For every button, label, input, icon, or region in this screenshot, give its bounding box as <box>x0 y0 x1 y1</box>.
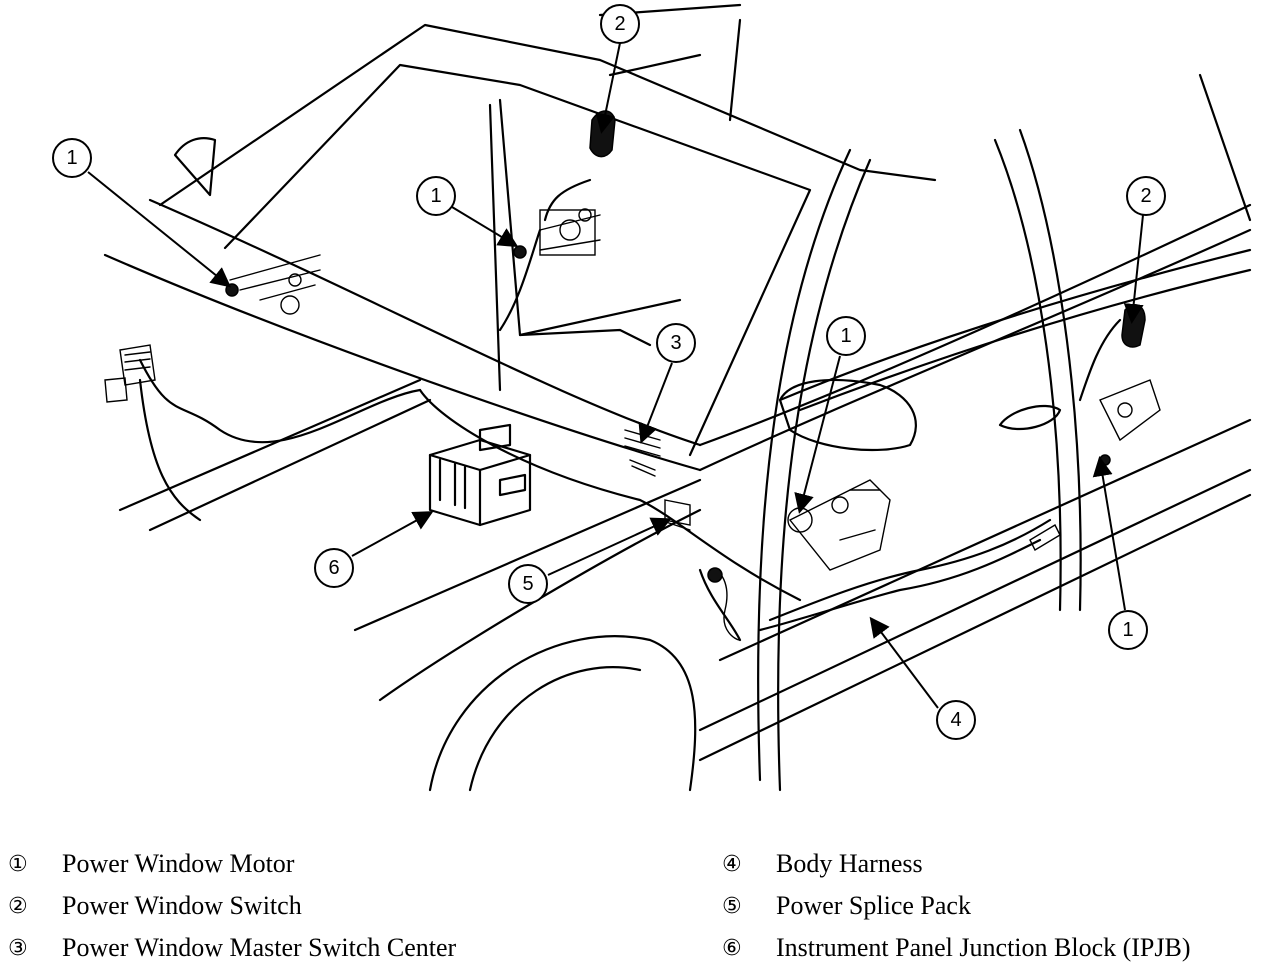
legend-number: ① <box>8 851 28 877</box>
component-splice-pack <box>659 499 691 531</box>
legend-item: ① Power Window Motor <box>0 844 294 884</box>
callout-switch-rear: 2 <box>1126 176 1166 216</box>
callout-body-harness: 4 <box>936 700 976 740</box>
svg-text:1: 1 <box>66 147 77 169</box>
svg-text:4: 4 <box>950 709 961 731</box>
wiring-harness <box>138 178 1122 642</box>
callout-motor-driver-door: 1 <box>826 316 866 356</box>
legend-number: ③ <box>8 935 28 961</box>
callout-power-splice-pack: 5 <box>508 564 548 604</box>
callout-motor-front-left: 1 <box>52 138 92 178</box>
legend-item: ⑥ Instrument Panel Junction Block (IPJB) <box>714 928 1191 968</box>
leader-lines <box>87 42 1144 709</box>
component-body-harness-connector <box>707 524 1061 641</box>
svg-text:2: 2 <box>1140 185 1151 207</box>
svg-text:2: 2 <box>614 13 625 35</box>
legend: ① Power Window Motor ② Power Window Swit… <box>0 838 1264 970</box>
svg-text:1: 1 <box>840 325 851 347</box>
legend-number: ② <box>8 893 28 919</box>
legend-number: ④ <box>722 851 742 877</box>
rear-door-window-motor <box>1099 379 1161 466</box>
legend-label: Power Window Master Switch Center <box>62 933 457 962</box>
component-harness-connector-left <box>104 344 156 403</box>
component-window-switches <box>513 110 1146 348</box>
svg-text:3: 3 <box>670 332 681 354</box>
legend-label: Power Splice Pack <box>776 891 971 920</box>
driver-door-window-motor <box>787 479 891 571</box>
legend-label: Instrument Panel Junction Block (IPJB) <box>776 933 1191 962</box>
callout-motor-front-right: 1 <box>416 176 456 216</box>
callout-master-switch-center: 3 <box>656 323 696 363</box>
legend-number: ⑤ <box>722 893 742 919</box>
legend-label: Body Harness <box>776 849 923 878</box>
svg-text:5: 5 <box>522 573 533 595</box>
callout-motor-rear-door: 1 <box>1108 610 1148 650</box>
vehicle-wiring-diagram: 1 1 1 1 2 2 3 4 5 6 <box>52 3 1252 792</box>
svg-text:1: 1 <box>430 185 441 207</box>
legend-label: Power Window Switch <box>62 891 302 920</box>
callout-switch-front: 2 <box>600 4 640 44</box>
legend-item: ⑤ Power Splice Pack <box>714 886 971 926</box>
vehicle-body-outline <box>103 3 1252 792</box>
svg-text:1: 1 <box>1122 619 1133 641</box>
component-window-motors <box>225 208 1161 571</box>
callout-ipjb: 6 <box>314 548 354 588</box>
legend-item: ② Power Window Switch <box>0 886 302 926</box>
svg-text:6: 6 <box>328 557 339 579</box>
legend-item: ④ Body Harness <box>714 844 923 884</box>
component-ipjb <box>428 423 532 527</box>
legend-label: Power Window Motor <box>62 849 295 878</box>
front-left-window-motor <box>225 254 321 315</box>
legend-number: ⑥ <box>722 935 742 961</box>
legend-item: ③ Power Window Master Switch Center <box>0 928 456 968</box>
front-right-window-motor <box>539 208 601 256</box>
